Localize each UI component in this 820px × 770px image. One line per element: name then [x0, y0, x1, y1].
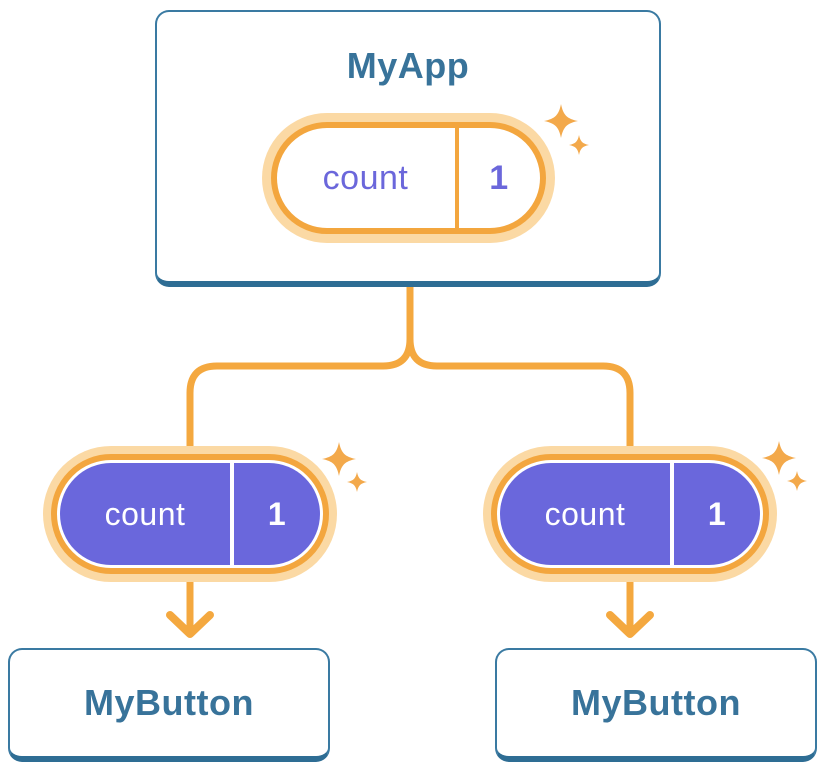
prop-pill-right: count 1 — [483, 446, 777, 582]
prop-pill-ring: count 1 — [51, 454, 329, 574]
prop-pill-divider — [670, 463, 674, 565]
state-pill-label: count — [322, 158, 409, 197]
prop-pill-value: 1 — [267, 495, 287, 532]
root-component-card: MyApp count 1 — [155, 10, 661, 287]
prop-pill-left: count 1 — [43, 446, 337, 582]
prop-pill-body: count 1 — [500, 463, 760, 565]
connector-branch-right — [406, 278, 634, 459]
state-pill-value: 1 — [489, 158, 509, 197]
prop-pill-body: count 1 — [60, 463, 320, 565]
root-card-title: MyApp — [346, 45, 470, 86]
prop-pill-label: count — [104, 495, 186, 532]
prop-pill-divider — [230, 463, 234, 565]
child-component-card-left: MyButton — [8, 648, 330, 762]
prop-pill-value: 1 — [707, 495, 727, 532]
arrow-down-icon — [166, 611, 214, 638]
prop-pill-label: count — [544, 495, 626, 532]
arrow-down-icon — [606, 611, 654, 638]
child-component-card-right: MyButton — [495, 648, 817, 762]
state-pill-divider — [454, 128, 459, 228]
connector-branch-left — [186, 278, 414, 459]
prop-pill-ring: count 1 — [491, 454, 769, 574]
state-pill-ring: count 1 — [270, 122, 546, 234]
child-card-title: MyButton — [84, 682, 254, 723]
root-state-pill: count 1 — [261, 113, 555, 243]
child-card-title: MyButton — [571, 682, 741, 723]
